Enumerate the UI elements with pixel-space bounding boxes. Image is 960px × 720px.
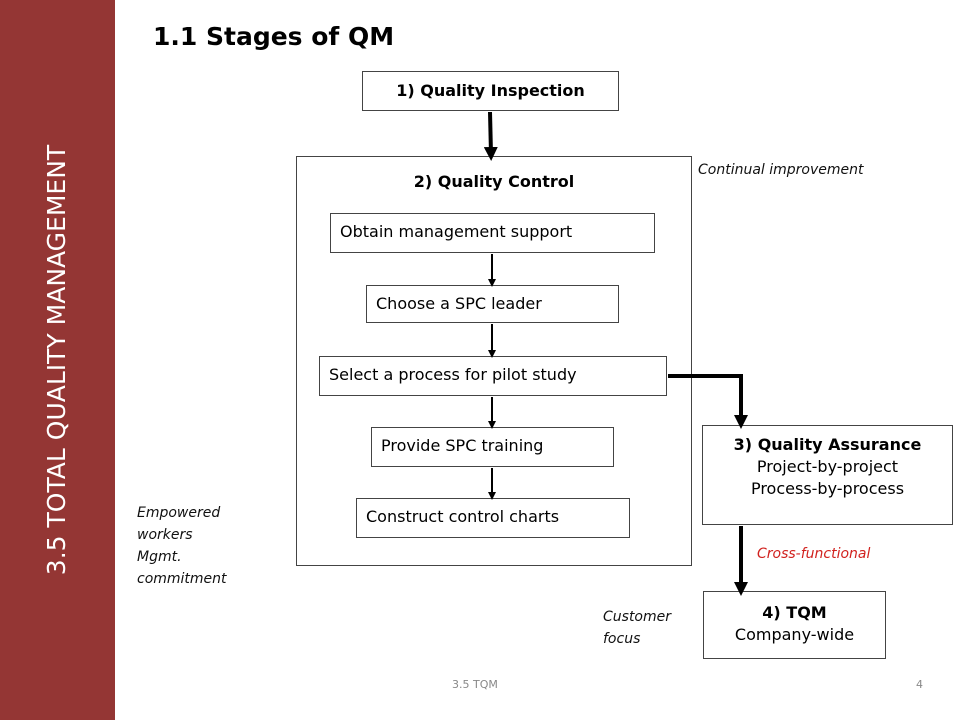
note-line: Customer: [603, 609, 672, 625]
note-continual-improvement: Continual improvement: [698, 162, 864, 178]
stage-quality-assurance: 3) Quality Assurance Project-by-project …: [702, 425, 953, 525]
note-line: Mgmt.: [137, 549, 182, 565]
sidebar: 3.5 TOTAL QUALITY MANAGEMENT: [0, 0, 115, 720]
note-cross-functional: Cross-functional: [757, 546, 871, 562]
page-number: 4: [916, 678, 923, 691]
stage-quality-assurance-line: Process-by-process: [750, 479, 905, 498]
stage-quality-control-label: 2) Quality Control: [413, 172, 575, 191]
note-line: Empowered: [137, 505, 221, 521]
step-construct-control-charts: Construct control charts: [356, 498, 630, 538]
arrow-inspection-to-control: [483, 111, 498, 161]
note-line: commitment: [137, 571, 227, 587]
slide-title: 1.1 Stages of QM: [153, 22, 395, 51]
step-provide-spc-training: Provide SPC training: [371, 427, 614, 467]
stage-tqm-label: 4) TQM: [762, 603, 827, 622]
note-line: workers: [137, 527, 193, 543]
stage-quality-inspection: 1) Quality Inspection: [362, 71, 619, 111]
step-select-process-pilot: Select a process for pilot study: [319, 356, 667, 396]
stage-quality-assurance-line: Project-by-project: [756, 457, 899, 476]
note-empowered-workers: Empowered workers Mgmt. commitment: [137, 502, 227, 590]
stage-quality-assurance-label: 3) Quality Assurance: [733, 435, 922, 454]
footer-title: 3.5 TQM: [452, 678, 498, 691]
note-customer-focus: Customer focus: [603, 606, 671, 650]
stage-quality-inspection-label: 1) Quality Inspection: [396, 81, 585, 100]
stage-tqm: 4) TQM Company-wide: [703, 591, 886, 659]
step-choose-spc-leader: Choose a SPC leader: [366, 285, 619, 323]
note-line: focus: [603, 631, 641, 647]
step-obtain-management-support: Obtain management support: [330, 213, 655, 253]
sidebar-title: 3.5 TOTAL QUALITY MANAGEMENT: [42, 144, 71, 576]
stage-tqm-line: Company-wide: [734, 625, 855, 644]
